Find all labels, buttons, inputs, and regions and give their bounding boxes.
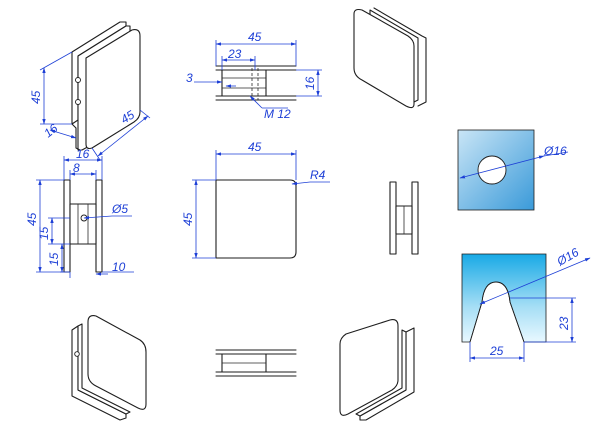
front-plate: [339, 319, 399, 416]
plate-right: [95, 179, 103, 273]
dim-gap-label: 10: [112, 260, 126, 274]
dim-slot-label: 8: [73, 161, 80, 175]
dim-height-label: 45: [181, 212, 195, 226]
plate-left: [389, 181, 397, 255]
dim-radius-label: R4: [310, 168, 326, 182]
dim-depth-line: [49, 129, 77, 139]
plate-slot: Ø16 23 25: [461, 245, 591, 362]
dim-inner-label: 23: [227, 47, 242, 61]
dim-diameter-leader: [543, 151, 569, 157]
front-plate: [87, 315, 147, 410]
front-plate: [353, 8, 415, 109]
side-profile-view: [389, 181, 419, 255]
ext-line: [139, 109, 151, 119]
dim-width-label: 45: [248, 30, 262, 44]
dim-lower-a-label: 15: [37, 226, 51, 240]
dim-hole-label: Ø5: [111, 202, 128, 216]
dim-diameter-label: Ø16: [554, 245, 582, 269]
clamp-block: [69, 203, 97, 245]
ext-line: [91, 147, 101, 161]
dim-width-label: 25: [489, 344, 504, 358]
dim-diameter-line: [479, 257, 591, 305]
screw-hole-lower: [75, 99, 81, 105]
front-view: 45 45 R4: [181, 140, 330, 259]
iso-view-bottom-left: [71, 315, 147, 421]
iso-view-top-right: [353, 7, 427, 109]
bottom-view: [215, 349, 297, 377]
dim-width-label: 45: [248, 140, 262, 154]
dim-thread-label: M 12: [264, 107, 291, 121]
front-plate: [215, 179, 297, 259]
dim-height-label: 45: [29, 90, 43, 104]
dim-thread-leader: [249, 95, 263, 109]
dim-height-label: 45: [25, 212, 39, 226]
dim-diameter-line: [459, 155, 545, 179]
side-view: 16 8 45 15 15 Ø5 10: [25, 147, 134, 278]
clamp-body: [355, 329, 407, 417]
dim-depth-label: 23: [557, 316, 571, 331]
dim-lower-b-label: 15: [47, 252, 61, 266]
ext-line: [39, 51, 73, 71]
back-plate: [373, 7, 427, 107]
dim-offset-label: 3: [186, 71, 193, 85]
iso-view-bottom-right: [339, 319, 415, 421]
dim-radius-leader: [291, 181, 311, 186]
plate-right: [411, 181, 419, 255]
iso-view-top-left: 45 16 45: [29, 21, 151, 161]
dim-depth-label: 16: [303, 76, 317, 90]
top-view: 45 23 3 16 M 12: [186, 30, 322, 121]
dim-width-label: 16: [76, 147, 90, 161]
screw-hole: [74, 351, 80, 357]
plate-round-hole: Ø16: [457, 129, 569, 211]
dim-hole-leader: [83, 215, 113, 220]
screw-hole-upper: [75, 77, 81, 83]
clamp-block: [221, 69, 267, 97]
plate-left: [63, 179, 71, 273]
dim-diameter-label: Ø16: [543, 144, 567, 158]
dim-width-line: [97, 115, 149, 157]
clamp-body: [77, 323, 131, 415]
